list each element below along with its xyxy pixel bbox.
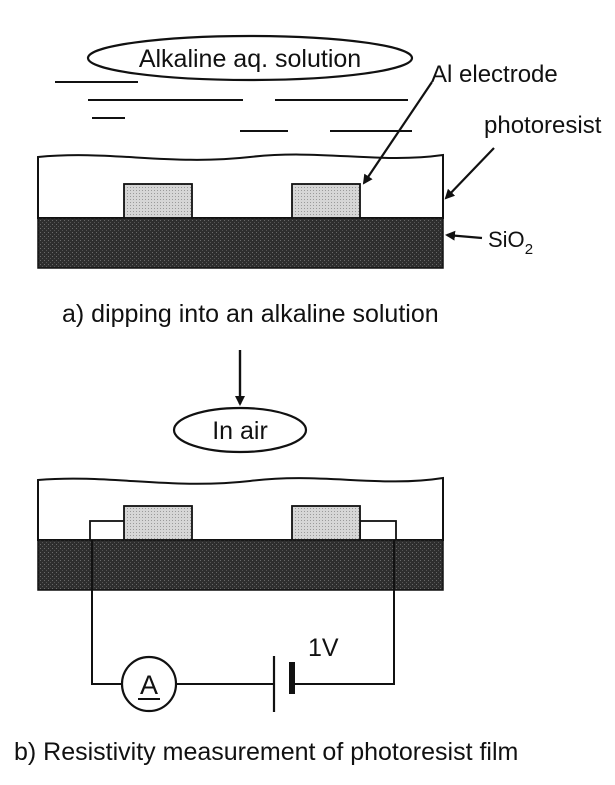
contact-left xyxy=(89,520,127,541)
sio2-label: SiO2 xyxy=(488,227,533,258)
sio2-layer xyxy=(37,217,444,269)
panel-b: In air A 1V b) Resistivity measurement o… xyxy=(14,406,518,766)
panel-a: Alkaline aq. solution Al electrode photo… xyxy=(37,34,602,328)
photoresist-layer xyxy=(37,153,444,219)
al-electrode-right xyxy=(291,183,361,219)
contact-right xyxy=(359,520,397,541)
environment-ellipse xyxy=(172,406,308,454)
al-electrode-left-b xyxy=(123,505,193,541)
electrode-label: Al electrode xyxy=(431,61,558,88)
photoresist-layer-b xyxy=(37,476,444,541)
sio2-subscript: 2 xyxy=(525,241,533,258)
electrode-arrow xyxy=(362,81,433,185)
environment-label: In air xyxy=(212,417,268,445)
photoresist-arrow xyxy=(444,147,495,200)
al-electrode-right-b xyxy=(291,505,361,541)
ammeter-circle xyxy=(120,655,178,713)
solution-ellipse xyxy=(86,34,414,82)
ammeter-symbol: A xyxy=(140,670,158,700)
caption-b: b) Resistivity measurement of photoresis… xyxy=(14,738,518,766)
voltage-label: 1V xyxy=(308,634,339,662)
circuit-wires xyxy=(91,540,395,685)
solution-lines xyxy=(55,81,412,132)
al-electrode-left xyxy=(123,183,193,219)
caption-a: a) dipping into an alkaline solution xyxy=(62,300,439,328)
photoresist-label: photoresist xyxy=(484,112,602,139)
solution-label: Alkaline aq. solution xyxy=(139,45,361,73)
sio2-arrow xyxy=(445,230,483,241)
sio2-layer-b xyxy=(37,539,444,591)
